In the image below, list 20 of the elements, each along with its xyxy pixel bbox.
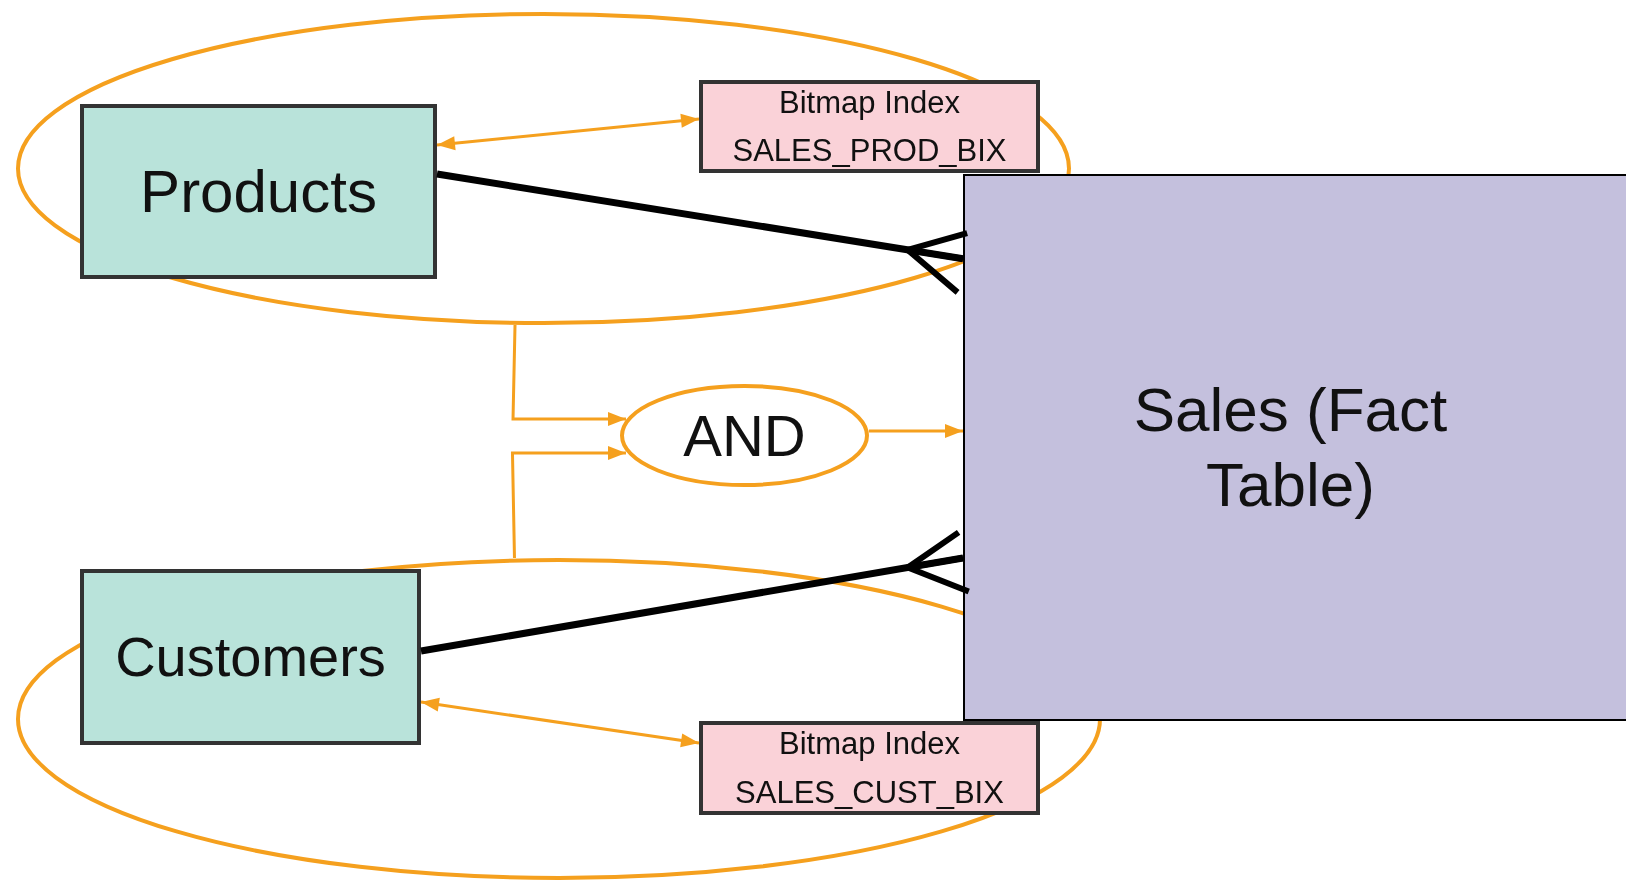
table-name: Products [140,156,377,227]
index-type-label: Bitmap Index [779,84,960,122]
arrow [420,697,700,748]
arrow [436,113,700,151]
relationship-line [420,529,972,655]
arrow [510,446,626,559]
table-box [80,569,421,745]
operator-label: AND [683,401,806,470]
index-name-label: SALES_CUST_BIX [735,773,1004,811]
arrow [869,424,963,439]
index-type-label: Bitmap Index [779,725,960,763]
table-name: Sales (Fact Table) [1132,374,1449,521]
index-name-label: SALES_PROD_BIX [732,131,1007,169]
relationship-line [436,170,971,296]
table-name: Customers [115,624,386,691]
table-box [963,174,1626,721]
index-box [699,80,1040,173]
arrow [511,324,626,426]
table-box [80,104,437,279]
index-box [699,721,1040,815]
